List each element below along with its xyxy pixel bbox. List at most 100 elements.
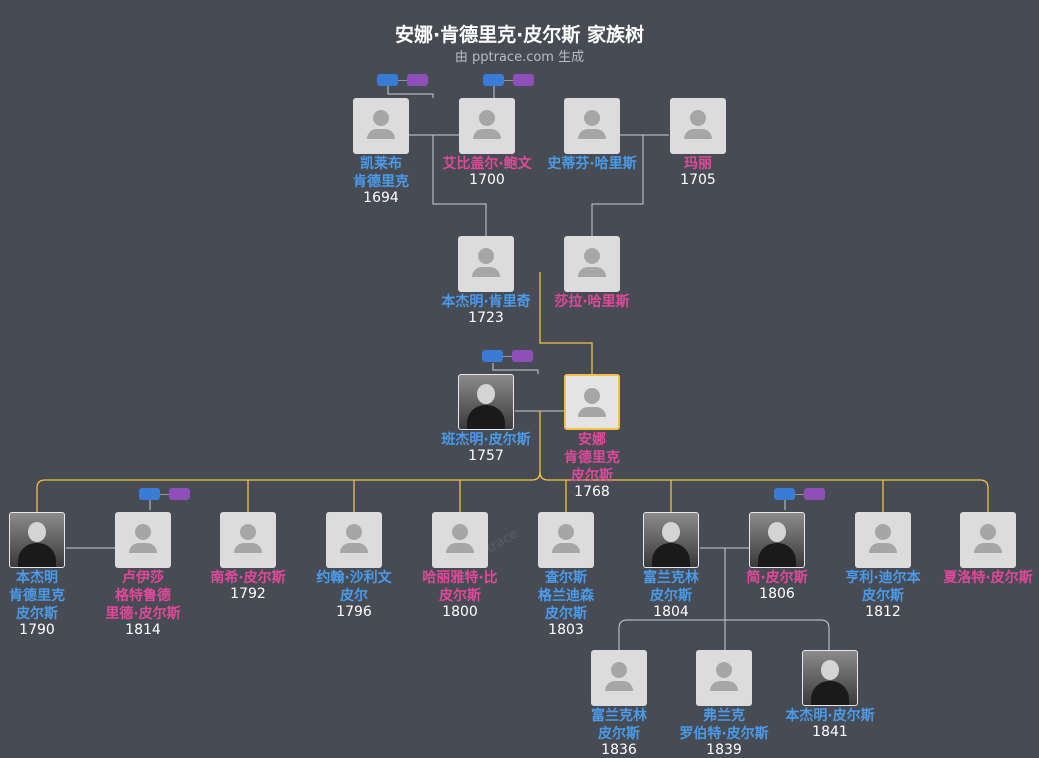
female-tag-icon xyxy=(804,488,825,500)
person-name: 南希·皮尔斯 xyxy=(210,570,286,586)
birth-year: 1839 xyxy=(706,742,742,758)
avatar-placeholder-icon[interactable] xyxy=(591,650,647,706)
person-name: 本杰明·皮尔斯 xyxy=(785,708,875,724)
person-name: 安娜 xyxy=(578,432,606,448)
birth-year: 1790 xyxy=(19,622,55,638)
focus-line xyxy=(36,411,541,512)
male-tag-icon xyxy=(139,488,160,500)
focus-line xyxy=(539,471,989,512)
person-name: 本杰明·肯里奇 xyxy=(441,294,531,310)
avatar-placeholder-icon[interactable] xyxy=(564,98,620,154)
birth-year: 1806 xyxy=(759,586,795,602)
birth-year: 1694 xyxy=(363,190,399,206)
person-name: 肯德里克 xyxy=(9,588,65,604)
birth-year: 1800 xyxy=(442,604,478,620)
portrait-photo[interactable] xyxy=(9,512,65,568)
female-tag-icon xyxy=(407,74,428,86)
portrait-photo[interactable] xyxy=(802,650,858,706)
avatar-placeholder-icon[interactable] xyxy=(564,374,620,430)
male-tag-icon xyxy=(774,488,795,500)
avatar-placeholder-icon[interactable] xyxy=(458,236,514,292)
person-name: 凯莱布 xyxy=(360,156,402,172)
birth-year: 1700 xyxy=(469,172,505,188)
person-card[interactable]: 夏洛特·皮尔斯 xyxy=(928,512,1039,586)
person-name: 肯德里克 xyxy=(564,450,620,466)
descent-line xyxy=(591,135,644,236)
male-tag-icon xyxy=(482,350,503,362)
person-name: 里德·皮尔斯 xyxy=(105,606,181,622)
birth-year: 1836 xyxy=(601,742,637,758)
female-tag-icon xyxy=(169,488,190,500)
avatar-placeholder-icon[interactable] xyxy=(432,512,488,568)
person-name: 班杰明·皮尔斯 xyxy=(441,432,531,448)
female-tag-icon xyxy=(513,74,534,86)
avatar-placeholder-icon[interactable] xyxy=(115,512,171,568)
person-name: 皮尔斯 xyxy=(439,588,481,604)
birth-year: 1812 xyxy=(865,604,901,620)
avatar-placeholder-icon[interactable] xyxy=(326,512,382,568)
avatar-placeholder-icon[interactable] xyxy=(459,98,515,154)
descent-line xyxy=(618,619,830,650)
birth-year: 1768 xyxy=(574,484,610,500)
avatar-placeholder-icon[interactable] xyxy=(670,98,726,154)
avatar-placeholder-icon[interactable] xyxy=(564,236,620,292)
person-name: 哈丽雅特·比 xyxy=(422,570,498,586)
person-name: 查尔斯 xyxy=(545,570,587,586)
birth-year: 1803 xyxy=(548,622,584,638)
avatar-placeholder-icon[interactable] xyxy=(855,512,911,568)
avatar-placeholder-icon[interactable] xyxy=(696,650,752,706)
birth-year: 1705 xyxy=(680,172,716,188)
avatar-placeholder-icon[interactable] xyxy=(220,512,276,568)
person-name: 史蒂芬·哈里斯 xyxy=(547,156,637,172)
person-name: 肯德里克 xyxy=(353,174,409,190)
person-name: 艾比盖尔·鲍文 xyxy=(442,156,532,172)
person-name: 弗兰克 xyxy=(703,708,745,724)
person-card[interactable]: 史蒂芬·哈里斯 xyxy=(532,98,652,172)
male-tag-icon xyxy=(377,74,398,86)
portrait-photo[interactable] xyxy=(749,512,805,568)
birth-year: 1804 xyxy=(653,604,689,620)
person-name: 格特鲁德 xyxy=(115,588,171,604)
person-name: 富兰克林 xyxy=(591,708,647,724)
avatar-placeholder-icon[interactable] xyxy=(538,512,594,568)
birth-year: 1841 xyxy=(812,724,848,740)
person-name: 皮尔 xyxy=(340,588,368,604)
person-name: 约翰·沙利文 xyxy=(316,570,392,586)
birth-year: 1814 xyxy=(125,622,161,638)
person-name: 皮尔斯 xyxy=(598,726,640,742)
person-card[interactable]: 莎拉·哈里斯 xyxy=(532,236,652,310)
person-name: 皮尔斯 xyxy=(571,468,613,484)
person-name: 皮尔斯 xyxy=(650,588,692,604)
avatar-placeholder-icon[interactable] xyxy=(353,98,409,154)
person-name: 玛丽 xyxy=(684,156,712,172)
person-name: 莎拉·哈里斯 xyxy=(554,294,630,310)
badge-stem xyxy=(492,363,539,374)
person-name: 皮尔斯 xyxy=(545,606,587,622)
birth-year: 1723 xyxy=(468,310,504,326)
avatar-placeholder-icon[interactable] xyxy=(960,512,1016,568)
person-name: 亨利·迪尔本 xyxy=(845,570,921,586)
birth-year: 1757 xyxy=(468,448,504,464)
portrait-photo[interactable] xyxy=(643,512,699,568)
portrait-photo[interactable] xyxy=(458,374,514,430)
person-name: 皮尔斯 xyxy=(16,606,58,622)
